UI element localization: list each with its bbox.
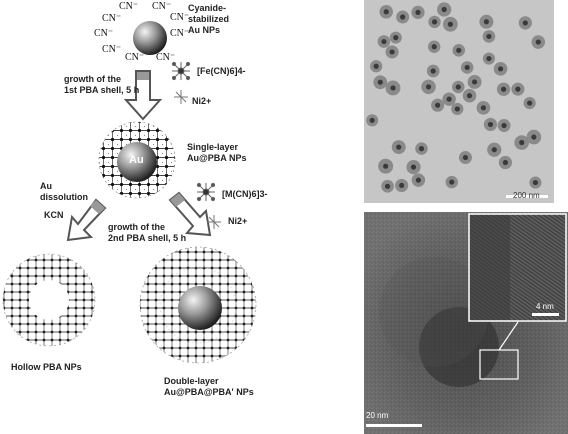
cn-ligand-5: CN⁻ — [94, 28, 114, 39]
scale-bar-200nm — [506, 195, 548, 198]
ion1-label: Ni2+ — [192, 96, 212, 106]
nanoparticle-core — [519, 139, 525, 146]
nanoparticle-core — [462, 154, 469, 161]
nanoparticle-core — [502, 159, 508, 166]
cn-ligand-6: CN⁻ — [170, 28, 190, 39]
nanoparticle-core — [455, 84, 461, 90]
cn-ligand-7: CN⁻ — [102, 44, 122, 55]
nanoparticle-core — [483, 19, 489, 25]
nanoparticle-core — [430, 68, 436, 74]
nanoparticle-core — [497, 66, 504, 72]
scale-label-20nm: 20 nm — [366, 411, 389, 420]
nanoparticle-core — [447, 21, 453, 27]
nanoparticle-core — [486, 33, 492, 40]
nanoparticle-core — [532, 179, 539, 186]
nanoparticle-core — [383, 9, 389, 15]
step2-label: growth of the 2nd PBA shell, 5 h — [108, 222, 187, 243]
cn-ligand-3: CN⁻ — [102, 13, 122, 24]
nanoparticle-core — [486, 55, 492, 62]
step1-label: growth of the 1st PBA shell, 5 h — [64, 74, 139, 99]
nanoparticle-core — [471, 79, 478, 85]
nanoparticle-core — [384, 183, 391, 189]
nanoparticle-core — [396, 144, 402, 150]
cn-ligand-8: CN⁻ — [125, 52, 145, 63]
kcn-label: KCN — [44, 210, 64, 220]
cn-ligand-1: CN⁻ — [119, 1, 139, 12]
nanoparticle-core — [446, 96, 452, 102]
nanoparticle-core — [410, 164, 417, 170]
hollow-pba-particle — [2, 253, 96, 347]
nanoparticle-core — [390, 85, 396, 91]
hollow-pba-label: Hollow PBA NPs — [11, 362, 82, 372]
reagent1-label: [Fe(CN)6]4- — [197, 66, 246, 76]
nanoparticle-core — [500, 86, 507, 92]
nanoparticle-core — [389, 49, 395, 55]
synthesis-scheme — [2, 21, 257, 364]
nanoparticle-core — [480, 105, 487, 111]
hexacyanometallate-icon-2 — [196, 182, 216, 202]
tem-image-high-mag — [364, 212, 568, 434]
hexacyanoferrate-icon-1 — [171, 61, 191, 81]
single-layer-label: Single-layer Au@PBA NPs — [187, 142, 247, 163]
tem-image-low-mag — [364, 0, 554, 203]
cn-ligand-2: CN⁻ — [152, 1, 172, 12]
nanoparticle-core — [373, 63, 379, 69]
nickel-ion-icon-2 — [207, 215, 221, 229]
nanoparticle-core — [487, 121, 494, 128]
nanoparticle-core — [399, 182, 405, 189]
hrtem-inset — [468, 213, 567, 322]
nanoparticle-core — [415, 9, 421, 15]
nanoparticle-core — [464, 64, 470, 71]
nanoparticle-core — [435, 102, 441, 108]
nickel-ion-icon-1 — [174, 90, 188, 104]
nanoparticle-core — [425, 84, 432, 90]
step2-arrow — [168, 191, 212, 237]
nanoparticle-core — [522, 20, 528, 26]
step1-arrow — [123, 70, 163, 121]
nanoparticle-core — [535, 39, 541, 45]
nanoparticle-core — [501, 122, 507, 129]
nanoparticle-core — [449, 179, 455, 185]
nanoparticle-core — [393, 35, 399, 41]
single-layer-particle — [98, 121, 176, 199]
nanoparticle-core — [441, 6, 447, 13]
nanoparticle-core — [415, 177, 422, 183]
nanoparticle-core — [454, 106, 460, 112]
cn-ligand-4: CN⁻ — [170, 12, 190, 23]
scale-bar-20nm — [366, 424, 422, 427]
au-nanoparticle-start — [133, 21, 167, 55]
nanoparticle-core — [431, 19, 438, 25]
zoom-pointer — [498, 321, 519, 351]
reagent2-label: [M(CN)6]3- — [222, 189, 268, 199]
scale-bar-4nm — [532, 313, 559, 316]
nanoparticle-core — [418, 146, 425, 152]
ion2-label: Ni2+ — [228, 216, 248, 226]
nanoparticle-core — [515, 86, 521, 92]
start-label: Cyanide- stabilized Au NPs — [188, 3, 230, 35]
nanoparticle-core — [369, 117, 375, 123]
nanoparticle-core — [491, 147, 497, 153]
scale-label-4nm: 4 nm — [536, 302, 554, 311]
au-core-label: Au — [129, 154, 144, 166]
dissolution-arrow — [66, 198, 107, 242]
nanoparticle-core — [531, 134, 537, 140]
nanoparticle-core — [383, 163, 389, 169]
nanoparticle-core — [527, 100, 533, 106]
scale-label-200nm: 200 nm — [513, 191, 540, 200]
nanoparticle-core — [381, 38, 387, 45]
nanoparticle-core — [400, 14, 406, 20]
nanoparticle-core — [456, 47, 462, 53]
nanoparticle-field — [366, 2, 546, 193]
dissolution-label: Au dissolution — [40, 181, 88, 202]
nanoparticle-core — [431, 44, 437, 50]
double-layer-particle — [139, 246, 257, 364]
double-layer-label: Double-layer Au@PBA@PBA' NPs — [164, 376, 254, 397]
nanoparticle-core — [377, 79, 383, 85]
nanoparticle-core — [466, 93, 473, 99]
cn-ligand-9: CN⁻ — [156, 52, 176, 63]
step1-line2: 1st PBA shell, 5 h — [64, 85, 140, 95]
